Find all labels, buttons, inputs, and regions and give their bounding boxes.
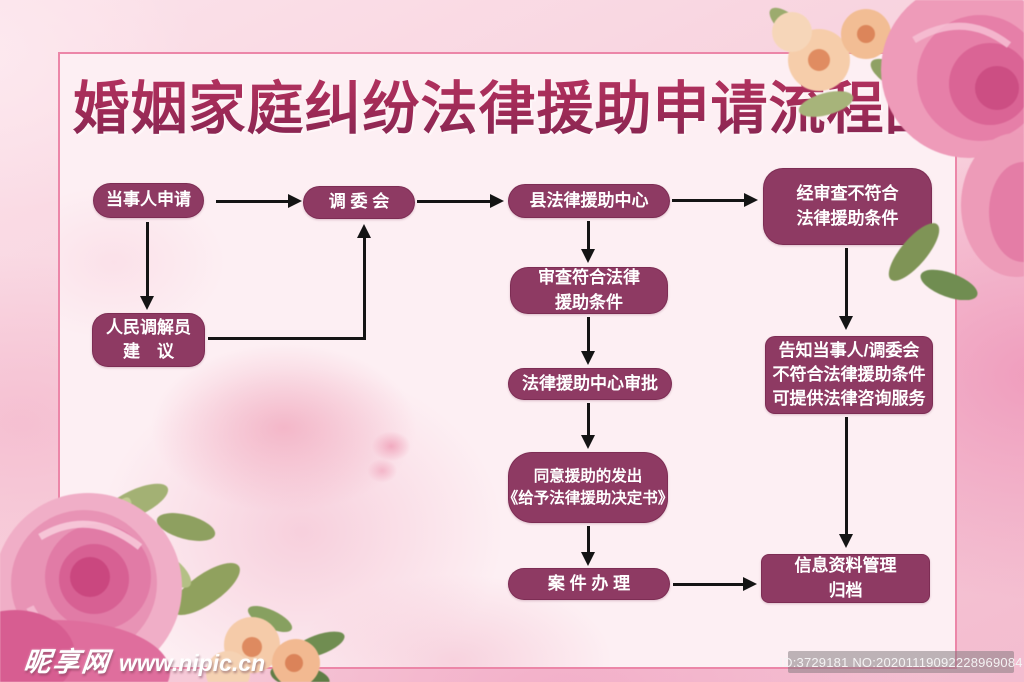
node-label: 经审查不符合 bbox=[796, 184, 899, 204]
arrowhead-icon bbox=[581, 351, 595, 365]
arrow-applicant-to-mediator bbox=[146, 222, 149, 296]
flow-node-review-pass: 审查符合法律 援助条件 bbox=[510, 267, 668, 314]
poster-title: 婚姻家庭纠纷法律援助申请流程图 bbox=[58, 63, 957, 145]
arrow-mediator-to-committee-horizontal bbox=[208, 337, 366, 340]
node-label: 信息资料管理 bbox=[794, 556, 897, 576]
node-label: 告知当事人/调委会 bbox=[778, 340, 920, 360]
node-label: 审查符合法律 bbox=[538, 268, 640, 288]
arrowhead-icon bbox=[357, 224, 371, 238]
arrowhead-icon bbox=[581, 435, 595, 449]
node-label: 案 件 办 理 bbox=[547, 573, 631, 593]
watermark-site-name: 昵享网 bbox=[22, 647, 113, 677]
node-label: 同意援助的发出 bbox=[533, 467, 643, 485]
flower-decoration-top-right bbox=[769, 0, 1024, 300]
arrow-committee-to-county-center bbox=[417, 200, 490, 203]
flow-node-mediation-committee: 调 委 会 bbox=[303, 186, 415, 219]
flow-node-issue-decision: 同意援助的发出 《给予法律援助决定书》 bbox=[503, 452, 673, 523]
arrowhead-icon bbox=[744, 193, 758, 207]
node-label: 县法律援助中心 bbox=[529, 190, 649, 210]
node-label: 法律援助中心审批 bbox=[522, 373, 658, 393]
flow-node-county-legal-aid-center: 县法律援助中心 bbox=[508, 184, 670, 218]
flow-node-mediator-advice: 人民调解员 建 议 bbox=[92, 313, 205, 367]
node-label: 可提供法律咨询服务 bbox=[772, 389, 926, 409]
flow-node-review-fail: 经审查不符合 法律援助条件 bbox=[763, 168, 932, 245]
arrowhead-icon bbox=[581, 249, 595, 263]
arrowhead-icon bbox=[140, 296, 154, 310]
flow-node-notify-party: 告知当事人/调委会 不符合法律援助条件 可提供法律咨询服务 bbox=[765, 336, 933, 414]
image-id-badge: ID:3729181 NO:20201119092228969084 bbox=[779, 651, 1023, 673]
arrow-county-center-to-review-pass bbox=[587, 221, 590, 249]
node-label: 建 议 bbox=[123, 342, 174, 361]
arrow-mediator-to-committee-vertical bbox=[363, 238, 366, 340]
flower-decoration-bottom-left bbox=[0, 483, 345, 682]
node-label: 援助条件 bbox=[555, 292, 623, 312]
flow-node-center-approval: 法律援助中心审批 bbox=[508, 368, 672, 400]
node-label: 人民调解员 bbox=[106, 317, 191, 337]
arrowhead-icon bbox=[581, 552, 595, 566]
node-label: 当事人申请 bbox=[106, 190, 191, 210]
arrowhead-icon bbox=[839, 534, 853, 548]
arrow-applicant-to-committee bbox=[216, 200, 288, 203]
arrowhead-icon bbox=[743, 577, 757, 591]
arrow-notify-to-archive bbox=[845, 417, 848, 534]
flow-node-case-handling: 案 件 办 理 bbox=[508, 568, 670, 600]
flow-node-applicant: 当事人申请 bbox=[93, 183, 204, 218]
arrow-case-handling-to-archive bbox=[673, 583, 743, 586]
flow-node-archive: 信息资料管理 归档 bbox=[761, 554, 930, 603]
node-label: 归档 bbox=[828, 580, 863, 600]
arrow-decision-to-case-handling bbox=[587, 526, 590, 552]
watermark-site-url: www.nipic.cn bbox=[119, 650, 266, 676]
node-label: 法律援助条件 bbox=[796, 208, 899, 228]
node-label: 不符合法律援助条件 bbox=[772, 364, 926, 384]
arrow-county-center-to-review-fail bbox=[672, 199, 744, 202]
node-label: 调 委 会 bbox=[328, 192, 390, 212]
site-watermark: 昵享网 www.nipic.cn bbox=[22, 640, 266, 679]
arrowhead-icon bbox=[839, 316, 853, 330]
arrowhead-icon bbox=[288, 194, 302, 208]
arrow-review-fail-to-notify bbox=[845, 248, 848, 316]
arrow-approval-to-decision bbox=[587, 403, 590, 435]
arrowhead-icon bbox=[490, 194, 504, 208]
arrow-review-pass-to-approval bbox=[587, 317, 590, 351]
node-label: 《给予法律援助决定书》 bbox=[502, 489, 674, 507]
